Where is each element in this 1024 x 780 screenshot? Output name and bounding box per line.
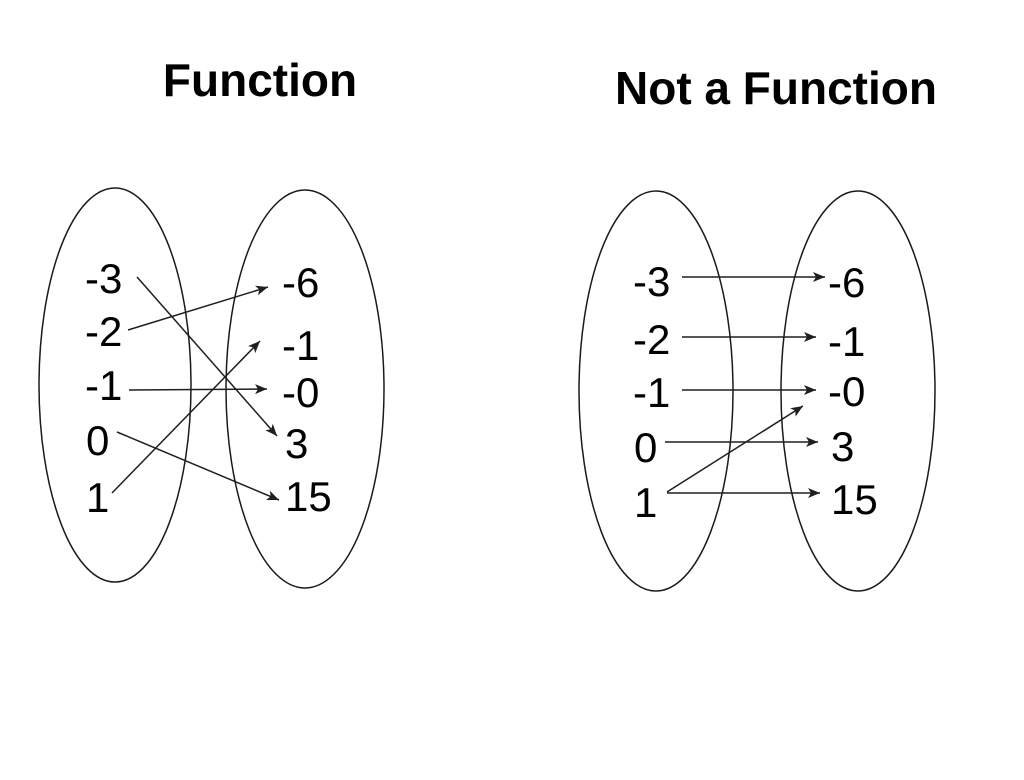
- not-a-function-output--6: -6: [828, 259, 865, 306]
- function-input--1: -1: [85, 362, 122, 409]
- arrow-1-to-neg1: [111, 340, 261, 494]
- not-a-function-diagram: Not a Function -3 -2 -1 0 1 -6 -1 -0 3 1…: [578, 62, 937, 592]
- not-a-function-input--3: -3: [633, 258, 670, 305]
- not-a-function-output-3: 3: [831, 423, 854, 470]
- not-a-function-domain-oval: [578, 190, 734, 592]
- arrow-0-to-15: [116, 431, 280, 501]
- function-input--3: -3: [85, 255, 122, 302]
- function-domain-oval: [38, 187, 192, 583]
- function-diagram: Function -3 -2 -1 0 1 -6 -1 -0 3 15: [38, 54, 385, 589]
- arrow-neg3-to-3: [136, 276, 278, 437]
- not-a-function-input--1: -1: [633, 369, 670, 416]
- not-a-function-range-oval: [780, 190, 936, 592]
- not-a-function-input-0: 0: [634, 424, 657, 471]
- not-a-function-input--2: -2: [633, 316, 670, 363]
- function-title: Function: [163, 54, 357, 106]
- arrow-neg1-to-neg0: [128, 384, 268, 395]
- function-output--6: -6: [282, 259, 319, 306]
- function-output-15: 15: [285, 473, 332, 520]
- function-output-3: 3: [285, 420, 308, 467]
- not-a-function-output-15: 15: [831, 476, 878, 523]
- function-input--2: -2: [85, 308, 122, 355]
- function-input-1: 1: [86, 474, 109, 521]
- function-output--1: -1: [282, 322, 319, 369]
- not-a-function-output--1: -1: [828, 318, 865, 365]
- arrow-neg2-to-neg6: [127, 285, 269, 331]
- not-a-function-output--0: -0: [828, 368, 865, 415]
- function-input-0: 0: [86, 417, 109, 464]
- function-output--0: -0: [282, 369, 319, 416]
- not-a-function-title: Not a Function: [615, 62, 937, 114]
- arrow-1-to-neg0: [666, 405, 804, 493]
- not-a-function-input-1: 1: [634, 479, 657, 526]
